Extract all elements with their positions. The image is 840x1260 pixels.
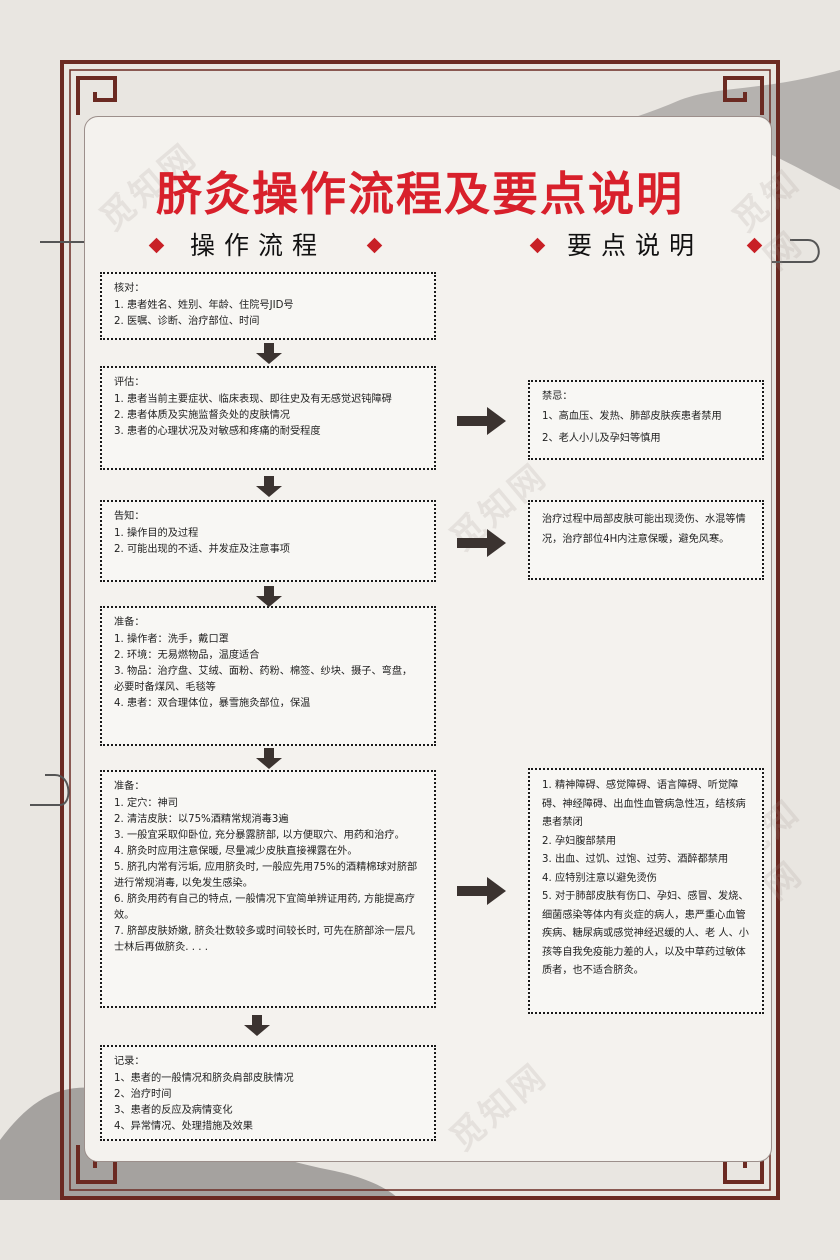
- step-line: 4. 患者：双合理体位，暴雪施灸部位，保温: [114, 698, 311, 709]
- step-line: 2. 可能出现的不适、并发症及注意事项: [114, 544, 290, 555]
- note-line: 治疗过程中局部皮肤可能出现烫伤、水混等情况，治疗部位4H内注意保暖，避免风寒。: [542, 514, 746, 545]
- step-line: 3、患者的反应及病情变化: [114, 1105, 233, 1116]
- step-box-prepare: 准备： 1. 操作者：洗手，戴口罩 2. 环境：无易燃物品，温度适合 3. 物品…: [100, 606, 436, 746]
- step-line: 2. 清洁皮肤：以75%酒精常规消毒3遍: [114, 814, 289, 825]
- step-heading: 告知：: [114, 511, 145, 522]
- note-box-contraindications: 禁忌： 1、高血压、发热、肺部皮肤疾患者禁用 2、老人小儿及孕妇等慎用: [528, 380, 764, 460]
- step-line: 6. 脐灸用药有自己的特点, 一般情况下宜简单辨证用药, 方能提高疗效。: [114, 894, 415, 921]
- arrow-down-icon: [256, 748, 282, 769]
- note-box-burn-warning: 治疗过程中局部皮肤可能出现烫伤、水混等情况，治疗部位4H内注意保暖，避免风寒。: [528, 500, 764, 580]
- arrow-right-icon: [457, 529, 506, 557]
- step-line: 3. 一般宜采取仰卧位, 充分暴露脐部, 以方便取穴、用药和治疗。: [114, 830, 405, 841]
- step-box-record: 记录： 1、患者的一般情况和脐灸肩部皮肤情况 2、治疗时间 3、患者的反应及病情…: [100, 1045, 436, 1141]
- section-title-left: 操作流程: [190, 231, 327, 260]
- step-line: 1. 操作目的及过程: [114, 528, 199, 539]
- note-line: 1. 精神障碍、感觉障碍、语言障碍、听觉障碍、神经障碍、出血性血管病急性冱，结核…: [542, 780, 746, 828]
- step-box-verify: 核对： 1. 患者姓名、姓别、年龄、住院号JID号 2. 医嘱、诊断、治疗部位、…: [100, 272, 436, 340]
- step-line: 1. 定穴：神司: [114, 798, 178, 809]
- note-line: 3. 出血、过饥、过饱、过劳、酒醉都禁用: [542, 854, 729, 865]
- step-line: 3. 物品：治疗盘、艾绒、面粉、药粉、棉签、纱块、摄子、弯盘，必要时备煤风、毛毯…: [114, 666, 413, 693]
- step-line: 1. 患者当前主要症状、临床表现、即往史及有无感觉迟钝障碍: [114, 394, 392, 405]
- note-line: 1、高血压、发热、肺部皮肤疾患者禁用: [542, 411, 722, 422]
- step-line: 1. 患者姓名、姓别、年龄、住院号JID号: [114, 300, 294, 311]
- step-line: 5. 脐孔内常有污垢, 应用脐灸时, 一般应先用75%的酒精棉球对脐部进行常规消…: [114, 862, 418, 889]
- note-heading: 禁忌：: [542, 391, 573, 402]
- note-line: 2、老人小儿及孕妇等慎用: [542, 433, 661, 444]
- step-line: 4. 脐灸时应用注意保暖, 尽量减少皮肤直接裸露在外。: [114, 846, 358, 857]
- arrow-down-icon: [256, 343, 282, 364]
- step-line: 7. 脐部皮肤娇嫩, 脐灸壮数较多或时间较长时, 可先在脐部涂一层凡士林后再做脐…: [114, 926, 415, 953]
- step-line: 2. 环境：无易燃物品，温度适合: [114, 650, 260, 661]
- note-box-restrictions: 1. 精神障碍、感觉障碍、语言障碍、听觉障碍、神经障碍、出血性血管病急性冱，结核…: [528, 768, 764, 1014]
- arrow-down-icon: [256, 586, 282, 607]
- arrow-down-icon: [256, 476, 282, 497]
- step-heading: 准备：: [114, 617, 145, 628]
- step-line: 2、治疗时间: [114, 1089, 172, 1100]
- page-title: 脐灸操作流程及要点说明: [156, 167, 684, 221]
- note-line: 4. 应特别注意以避免烫伤: [542, 872, 657, 884]
- step-line: 1. 操作者：洗手，戴口罩: [114, 634, 229, 645]
- arrow-right-icon: [457, 407, 506, 435]
- arrow-right-icon: [457, 877, 506, 905]
- step-heading: 评估：: [114, 377, 145, 388]
- step-line: 1、患者的一般情况和脐灸肩部皮肤情况: [114, 1073, 294, 1084]
- note-line: 2. 孕妇腹部禁用: [542, 835, 617, 847]
- step-box-assess: 评估： 1. 患者当前主要症状、临床表现、即往史及有无感觉迟钝障碍 2. 患者体…: [100, 366, 436, 470]
- step-box-inform: 告知： 1. 操作目的及过程 2. 可能出现的不适、并发症及注意事项: [100, 500, 436, 582]
- step-line: 4、异常情况、处理措施及效果: [114, 1121, 253, 1132]
- step-line: 2. 患者体质及实施监督灸处的皮肤情况: [114, 410, 290, 421]
- step-line: 2. 医嘱、诊断、治疗部位、时间: [114, 316, 260, 327]
- note-line: 5. 对于肺部皮肤有伤口、孕妇、感冒、发烧、细菌感染等体内有炎症的病人，患严重心…: [542, 891, 749, 976]
- step-heading: 准备：: [114, 781, 145, 792]
- step-heading: 记录：: [114, 1056, 145, 1067]
- step-box-operate: 准备： 1. 定穴：神司 2. 清洁皮肤：以75%酒精常规消毒3遍 3. 一般宜…: [100, 770, 436, 1008]
- section-title-right: 要点说明: [567, 231, 704, 260]
- step-line: 3. 患者的心理状况及对敏感和疼痛的耐受程度: [114, 426, 321, 437]
- arrow-down-icon: [244, 1015, 270, 1036]
- step-heading: 核对：: [114, 283, 145, 294]
